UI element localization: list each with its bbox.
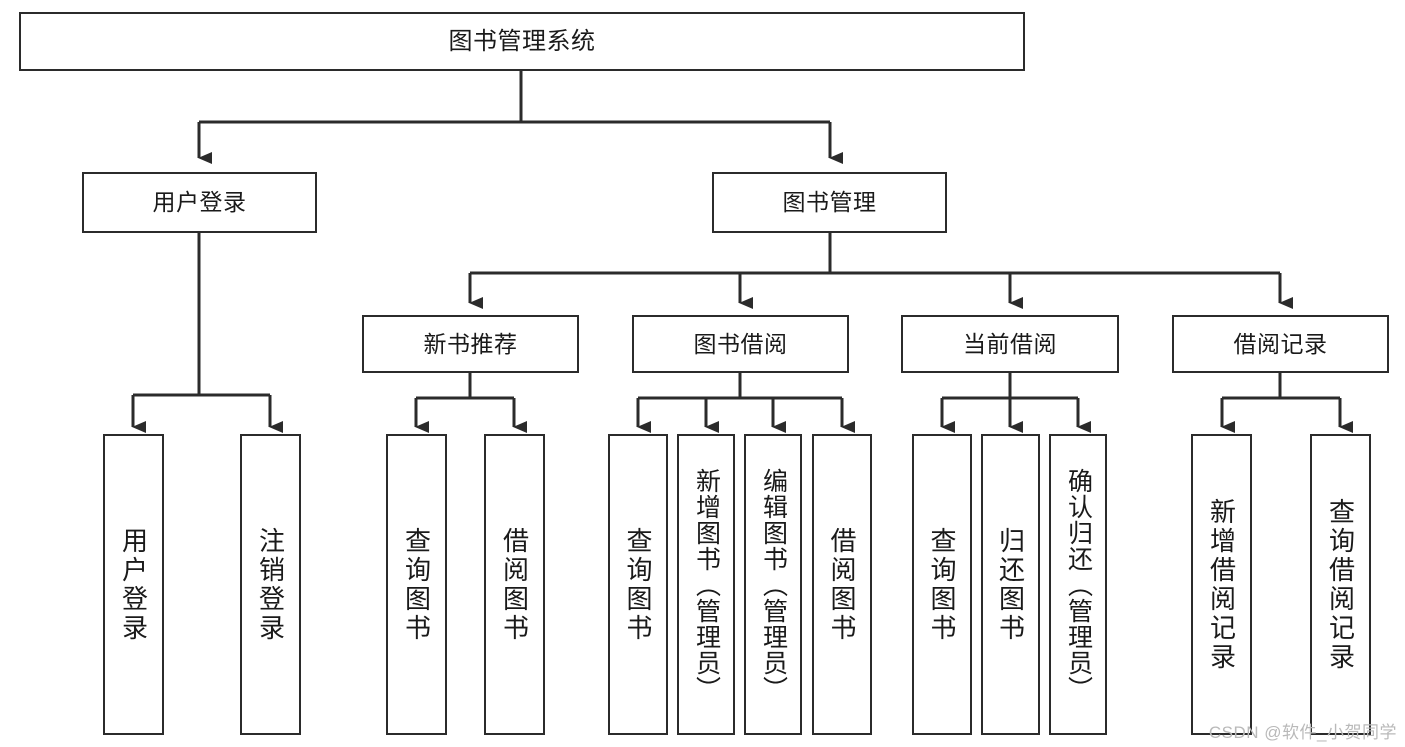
leaf-query-book-recommend[interactable]: 查询图书 [386, 434, 447, 735]
leaf-confirm-return-admin[interactable]: 确认归还（管理员） [1049, 434, 1107, 735]
node-label: 借阅记录 [1233, 330, 1328, 357]
leaf-query-book-borrow[interactable]: 查询图书 [608, 434, 668, 735]
leaf-add-borrow-record[interactable]: 新增借阅记录 [1191, 434, 1252, 735]
node-label: 查询借阅记录 [1325, 497, 1356, 672]
node-label: 查询图书 [623, 526, 653, 643]
node-label: 确认归还（管理员） [1064, 467, 1093, 702]
node-label: 用户登录 [118, 526, 149, 643]
node-label: 新增借阅记录 [1206, 497, 1237, 672]
node-label: 查询图书 [927, 526, 957, 643]
node-label: 借阅图书 [499, 526, 530, 643]
leaf-borrow-book-recommend[interactable]: 借阅图书 [484, 434, 545, 735]
node-book-borrow[interactable]: 图书借阅 [632, 315, 849, 373]
node-label: 归还图书 [995, 526, 1026, 643]
node-label: 新书推荐 [423, 330, 518, 357]
node-label: 图书管理系统 [448, 27, 596, 55]
node-label: 图书借阅 [693, 330, 788, 357]
node-new-book-recommend[interactable]: 新书推荐 [362, 315, 579, 373]
leaf-user-login[interactable]: 用户登录 [103, 434, 164, 735]
leaf-borrow-book[interactable]: 借阅图书 [812, 434, 872, 735]
node-label: 查询图书 [401, 526, 432, 643]
node-current-borrow[interactable]: 当前借阅 [901, 315, 1119, 373]
node-root-book-management-system[interactable]: 图书管理系统 [19, 12, 1025, 71]
leaf-edit-book-admin[interactable]: 编辑图书（管理员） [744, 434, 802, 735]
node-label: 新增图书（管理员） [692, 467, 721, 702]
node-label: 编辑图书（管理员） [759, 467, 788, 702]
node-borrow-record[interactable]: 借阅记录 [1172, 315, 1389, 373]
node-user-login[interactable]: 用户登录 [82, 172, 317, 233]
node-book-management[interactable]: 图书管理 [712, 172, 947, 233]
leaf-query-borrow-record[interactable]: 查询借阅记录 [1310, 434, 1371, 735]
node-label: 借阅图书 [827, 526, 857, 643]
node-label: 当前借阅 [963, 330, 1057, 357]
leaf-user-logout[interactable]: 注销登录 [240, 434, 301, 735]
leaf-add-book-admin[interactable]: 新增图书（管理员） [677, 434, 735, 735]
node-label: 注销登录 [255, 526, 286, 643]
node-label: 图书管理 [782, 189, 877, 216]
leaf-return-book[interactable]: 归还图书 [981, 434, 1040, 735]
leaf-query-book-current[interactable]: 查询图书 [912, 434, 972, 735]
node-label: 用户登录 [152, 189, 247, 216]
